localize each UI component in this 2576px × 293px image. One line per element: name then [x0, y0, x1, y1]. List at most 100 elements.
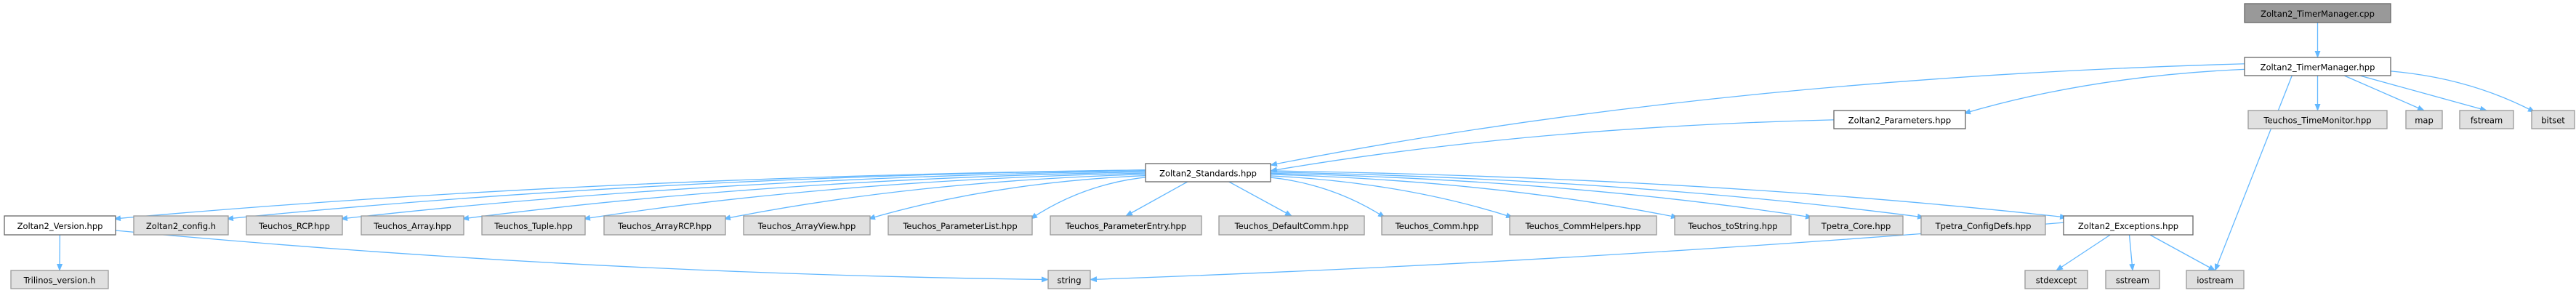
node-label: Zoltan2_Standards.hpp — [1159, 169, 1257, 179]
edge-standards-to-tuple — [583, 172, 1148, 221]
node-label: stdexcept — [2036, 276, 2077, 286]
node-label: Teuchos_Array.hpp — [373, 221, 451, 231]
node-fstream: fstream — [2459, 110, 2514, 129]
edge-timer-hpp-to-iostream — [2214, 75, 2293, 271]
node-box — [4, 215, 116, 236]
node-label: Zoltan2_config.h — [146, 221, 216, 231]
node-label: Zoltan2_Parameters.hpp — [1848, 116, 1951, 126]
node-box — [1218, 215, 1365, 236]
edge-parameters-to-standards — [1270, 119, 1836, 173]
edge-timer-hpp-to-bitset — [2386, 70, 2535, 113]
edge-standards-to-config — [226, 169, 1146, 222]
node-arrayview: Teuchos_ArrayView.hpp — [743, 215, 871, 236]
node-box — [743, 215, 871, 236]
node-box — [2244, 3, 2391, 23]
edge-standards-to-comm — [1265, 176, 1385, 218]
edge-timer-hpp-to-parameters — [1963, 68, 2248, 115]
node-sstream: sstream — [2105, 270, 2160, 289]
node-label: Teuchos_CommHelpers.hpp — [1525, 221, 1641, 231]
node-timer-hpp[interactable]: Zoltan2_TimerManager.hpp — [2244, 57, 2391, 76]
node-trilinos-version: Trilinos_version.h — [10, 270, 109, 289]
edge-standards-to-arrayview — [868, 174, 1149, 220]
node-label: sstream — [2116, 276, 2149, 286]
node-box — [1808, 215, 1904, 236]
node-label: Zoltan2_TimerManager.hpp — [2261, 63, 2375, 73]
edge-standards-to-commhelpers — [1266, 174, 1513, 219]
node-label: Teuchos_toString.hpp — [1687, 221, 1777, 231]
node-box — [2244, 57, 2391, 76]
node-tuple: Teuchos_Tuple.hpp — [481, 215, 586, 236]
node-bitset: bitset — [2531, 110, 2575, 129]
node-config: Zoltan2_config.h — [133, 215, 229, 236]
node-label: Tpetra_Core.hpp — [1821, 221, 1891, 231]
edge-standards-to-defaultcomm — [1228, 181, 1292, 217]
edge-standards-to-array — [462, 171, 1147, 221]
node-box — [2105, 270, 2160, 289]
node-label: Teuchos_ParameterList.hpp — [902, 221, 1017, 231]
edge-timer-hpp-to-fstream — [2359, 75, 2487, 112]
node-defaultcomm: Teuchos_DefaultComm.hpp — [1218, 215, 1365, 236]
node-box — [2186, 270, 2245, 289]
edge-exceptions-to-stdexcept — [2056, 234, 2111, 271]
node-label: iostream — [2197, 276, 2234, 286]
node-box — [2063, 215, 2194, 236]
node-box — [1145, 163, 1271, 182]
node-tostring: Teuchos_toString.hpp — [1674, 215, 1792, 236]
node-box — [2247, 110, 2388, 129]
node-arrayrcp: Teuchos_ArrayRCP.hpp — [603, 215, 726, 236]
edge-exceptions-to-string — [1090, 222, 2064, 283]
node-label: Trilinos_version.h — [23, 276, 96, 286]
node-cpp[interactable]: Zoltan2_TimerManager.cpp — [2244, 3, 2391, 23]
edge-standards-to-rcp — [340, 170, 1146, 221]
node-version[interactable]: Zoltan2_Version.hpp — [4, 215, 116, 236]
edge-timer-hpp-to-map — [2343, 75, 2425, 111]
node-rcp: Teuchos_RCP.hpp — [246, 215, 343, 236]
node-box — [887, 215, 1033, 236]
edge-standards-to-version — [113, 169, 1146, 222]
node-box — [1509, 215, 1657, 236]
node-box — [361, 215, 464, 236]
node-tpetra-core: Tpetra_Core.hpp — [1808, 215, 1904, 236]
node-exceptions[interactable]: Zoltan2_Exceptions.hpp — [2063, 215, 2194, 236]
node-label: bitset — [2541, 116, 2565, 126]
nodes: Zoltan2_TimerManager.cppZoltan2_TimerMan… — [4, 3, 2575, 289]
node-iostream: iostream — [2186, 270, 2245, 289]
node-label: Teuchos_ParameterEntry.hpp — [1065, 221, 1186, 231]
node-box — [10, 270, 109, 289]
node-tpetra-config: Tpetra_ConfigDefs.hpp — [1920, 215, 2046, 236]
node-label: Teuchos_DefaultComm.hpp — [1234, 221, 1349, 231]
node-label: Teuchos_RCP.hpp — [258, 221, 330, 231]
node-box — [1920, 215, 2046, 236]
node-box — [2024, 270, 2088, 289]
node-box — [1050, 215, 1202, 236]
node-array: Teuchos_Array.hpp — [361, 215, 464, 236]
node-box — [1674, 215, 1792, 236]
node-standards[interactable]: Zoltan2_Standards.hpp — [1145, 163, 1271, 182]
node-box — [133, 215, 229, 236]
node-commhelpers: Teuchos_CommHelpers.hpp — [1509, 215, 1657, 236]
edge-standards-to-tostring — [1268, 174, 1678, 220]
edge-standards-to-arrayrcp — [723, 173, 1148, 221]
node-box — [246, 215, 343, 236]
edge-standards-to-tpetra-core — [1268, 172, 1813, 220]
node-label: Teuchos_ArrayView.hpp — [757, 221, 856, 231]
node-label: Teuchos_Comm.hpp — [1395, 221, 1479, 231]
node-stdexcept: stdexcept — [2024, 270, 2088, 289]
node-comm: Teuchos_Comm.hpp — [1381, 215, 1493, 236]
edge-standards-to-paramentry — [1125, 181, 1188, 217]
node-label: Zoltan2_TimerManager.cpp — [2261, 9, 2375, 19]
node-paramlist: Teuchos_ParameterList.hpp — [887, 215, 1033, 236]
node-label: Teuchos_Tuple.hpp — [494, 221, 573, 231]
node-label: map — [2415, 116, 2434, 126]
edge-timer-hpp-to-standards — [1270, 63, 2245, 167]
node-label: Zoltan2_Version.hpp — [17, 221, 103, 231]
edge-exceptions-to-iostream — [2149, 234, 2216, 271]
edge-exceptions-to-sstream — [2128, 234, 2136, 271]
node-parameters[interactable]: Zoltan2_Parameters.hpp — [1833, 110, 1966, 129]
node-box — [2531, 110, 2575, 129]
node-box — [1833, 110, 1966, 129]
node-time-monitor: Teuchos_TimeMonitor.hpp — [2247, 110, 2388, 129]
node-label: Teuchos_TimeMonitor.hpp — [2263, 116, 2371, 126]
node-map: map — [2405, 110, 2443, 129]
